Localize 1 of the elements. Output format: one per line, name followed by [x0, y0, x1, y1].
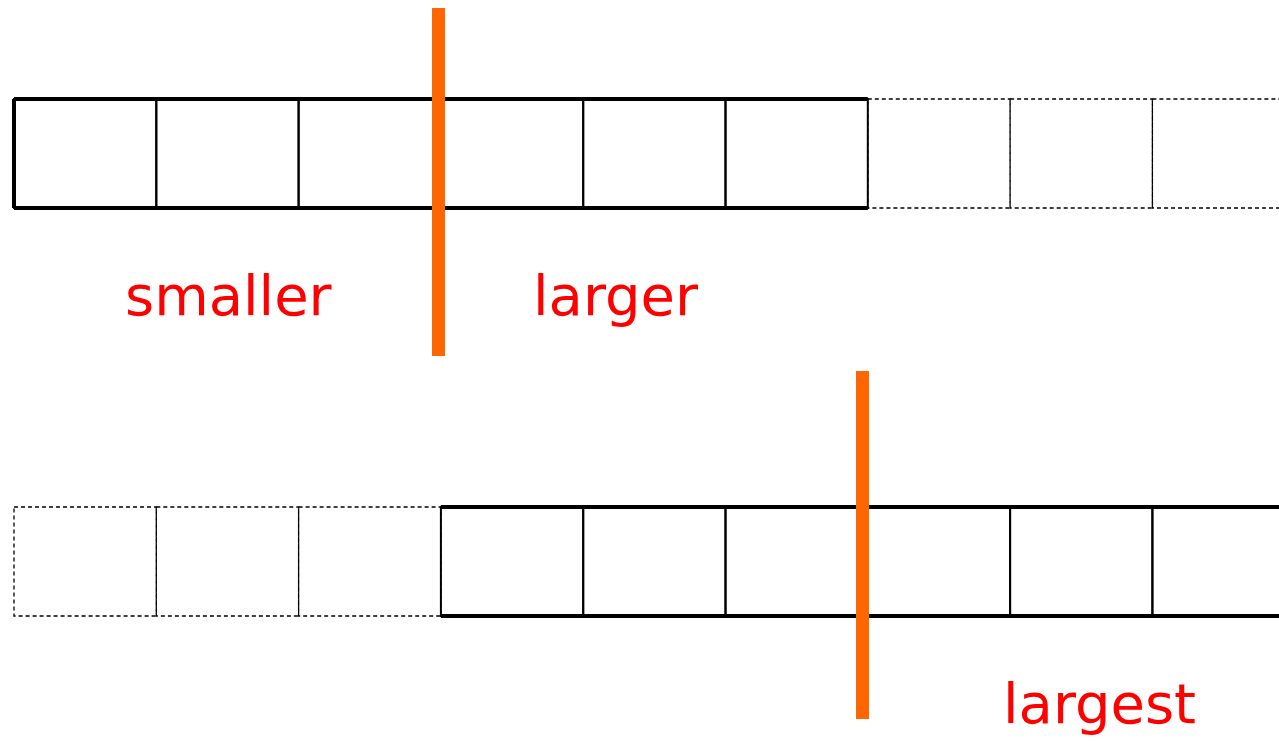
region-label: smaller [125, 268, 332, 324]
